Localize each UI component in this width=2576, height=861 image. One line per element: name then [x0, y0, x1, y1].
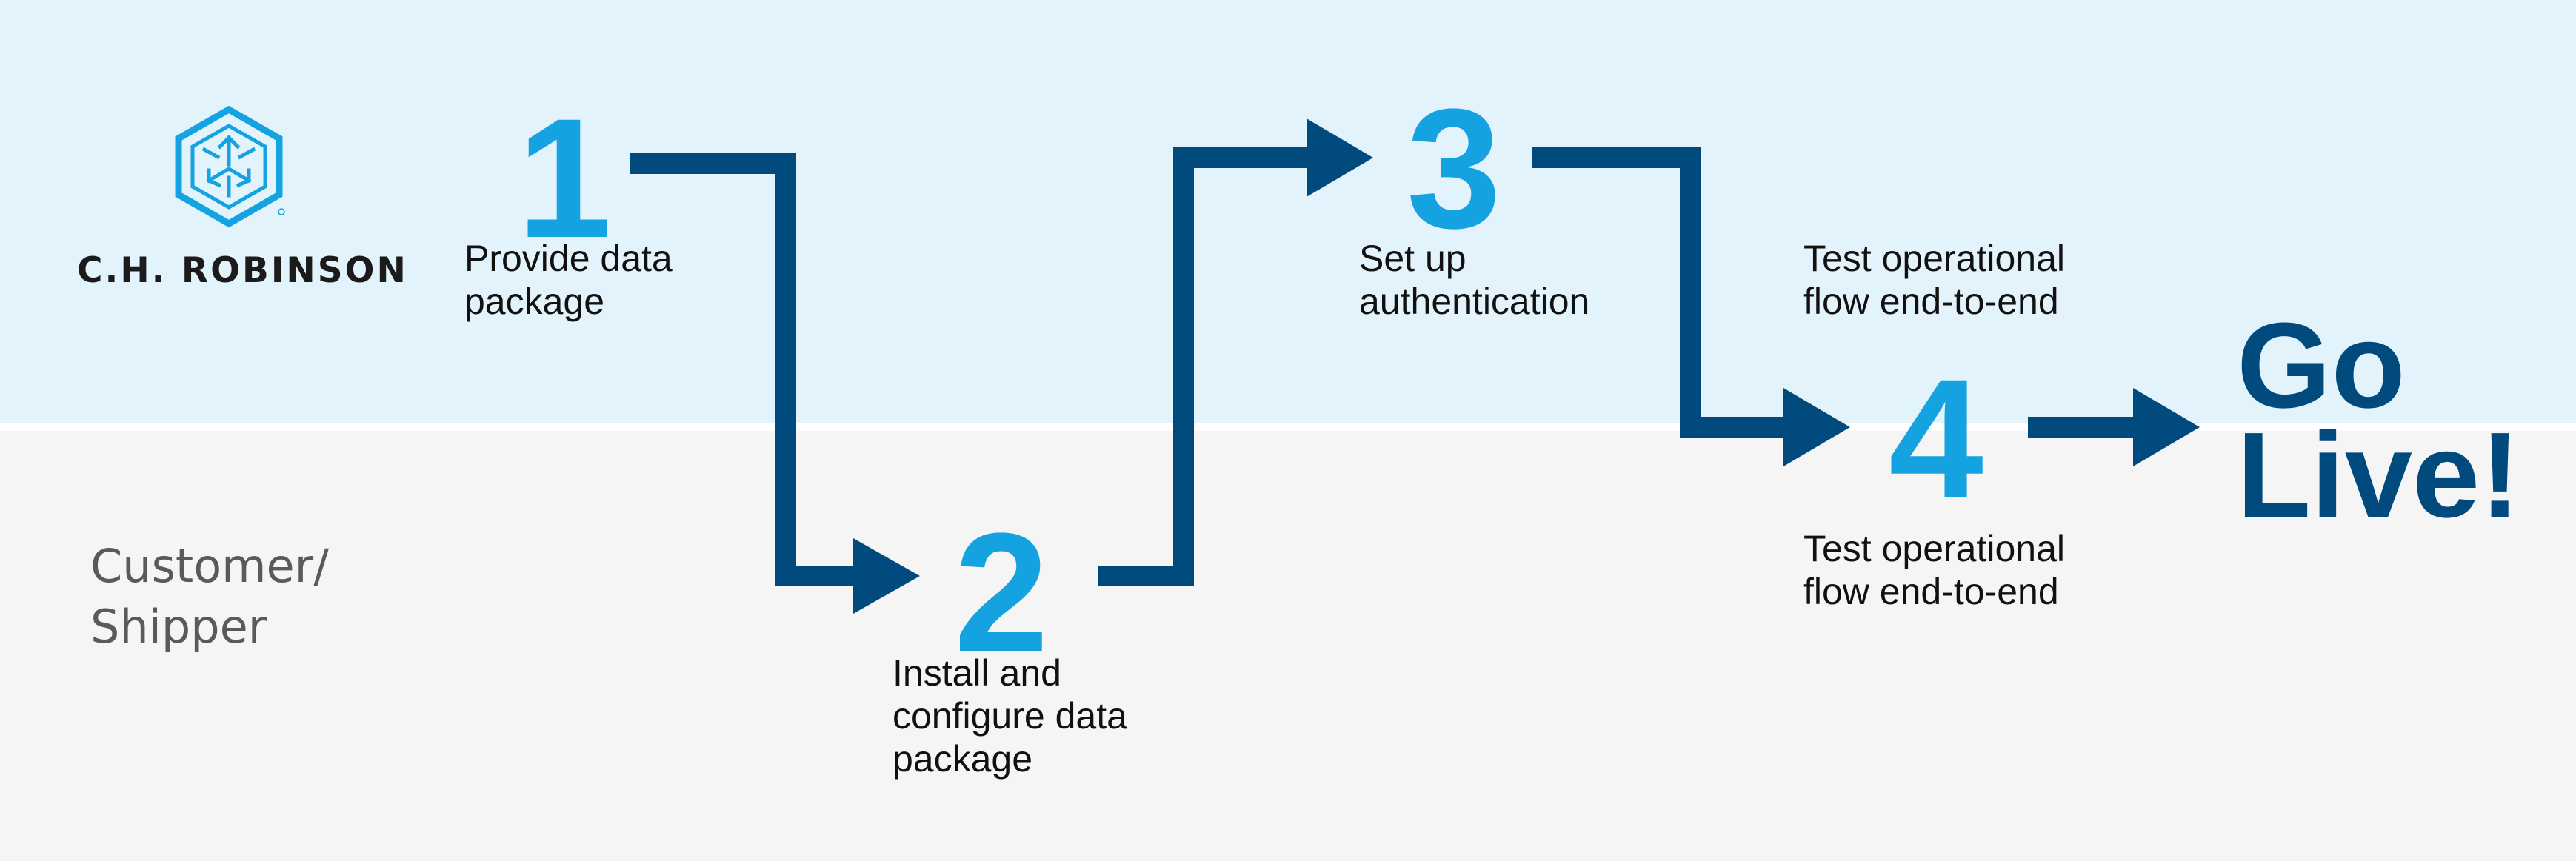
ch-robinson-logo: C.H. ROBINSON	[77, 104, 408, 296]
brand-name: C.H. ROBINSON	[77, 250, 408, 291]
step-4-label-above: Test operational flow end-to-end	[1803, 238, 2066, 322]
step-4-label-below: Test operational flow end-to-end	[1803, 528, 2066, 612]
arrowhead-to-go-live	[2133, 388, 2200, 466]
connector-3-4-run	[1680, 417, 1792, 438]
step-3-label: Set up authentication	[1359, 238, 1590, 322]
connector-3-4-horizontal	[1532, 147, 1701, 168]
arrowhead-to-step-2	[853, 538, 920, 614]
go-live-heading: Go Live!	[2237, 298, 2520, 543]
step-1-number: 1	[517, 83, 612, 273]
robinson-lane-band	[0, 0, 2576, 423]
arrowhead-to-step-4	[1783, 388, 1850, 466]
connector-1-2-run	[775, 566, 864, 586]
connector-1-2-vertical	[775, 153, 796, 586]
connector-2-3-run	[1173, 147, 1321, 168]
connector-1-2-horizontal	[630, 153, 796, 174]
connector-3-4-vertical	[1680, 147, 1701, 438]
step-2-number: 2	[954, 497, 1049, 688]
step-1-label: Provide data package	[464, 238, 673, 322]
step-3-number: 3	[1407, 73, 1501, 264]
arrowhead-to-step-3	[1307, 118, 1373, 197]
customer-lane-band	[0, 431, 2576, 861]
step-4-number: 4	[1889, 344, 1983, 534]
ch-robinson-hexagon-logo-icon	[175, 105, 285, 228]
customer-shipper-lane-label: Customer/ Shipper	[90, 539, 330, 654]
lane-divider	[0, 423, 2576, 431]
connector-2-3-vertical	[1173, 147, 1194, 586]
step-2-label: Install and configure data package	[892, 652, 1127, 780]
connector-4-golive	[2028, 417, 2148, 438]
